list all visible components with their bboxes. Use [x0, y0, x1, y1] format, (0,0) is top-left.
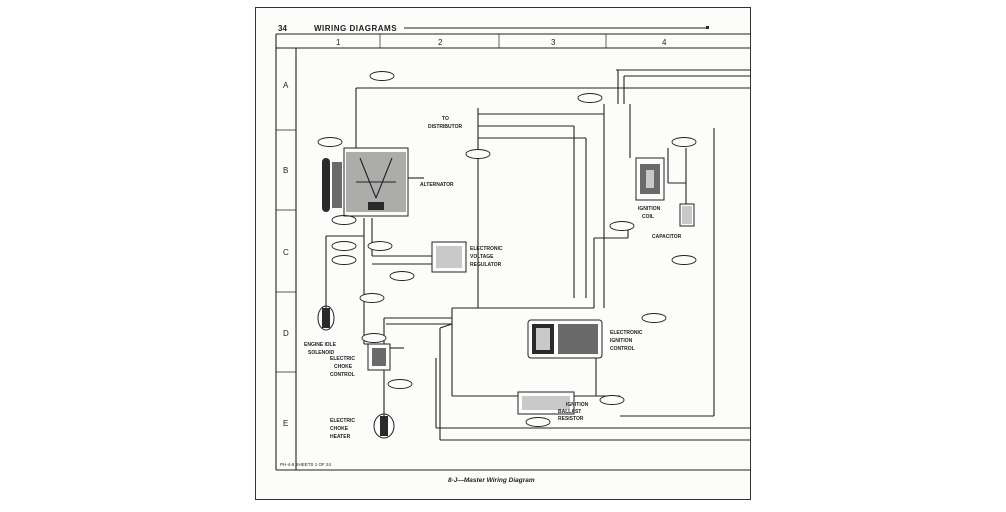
ignition-control-label-line3: CONTROL — [610, 346, 635, 352]
grid-row-b: B — [283, 166, 288, 175]
choke-control-component: ELECTRIC CHOKE CONTROL — [330, 343, 391, 378]
capacitor-label: CAPACITOR — [652, 234, 682, 240]
sheet-note: PH-4-8 SHEETS 1 OF 24 — [280, 462, 332, 467]
page-number: 34 — [278, 24, 287, 33]
grid-row-d: D — [283, 329, 289, 338]
figure-caption: 8-J—Master Wiring Diagram — [448, 477, 535, 484]
capacitor-component: CAPACITOR — [652, 203, 695, 240]
voltage-regulator-label-line3: REGULATOR — [470, 262, 502, 268]
choke-control-label-line3: CONTROL — [330, 372, 355, 378]
distributor-label-line2: DISTRIBUTOR — [428, 124, 462, 130]
grid-column-1: 1 — [336, 38, 341, 47]
ballast-resistor-label-line1: IGNITION — [566, 402, 589, 408]
grid-column-3: 3 — [551, 38, 556, 47]
alternator-label: ALTERNATOR — [420, 182, 454, 188]
choke-control-label-line1: ELECTRIC — [330, 356, 355, 362]
ballast-resistor-label-line2: BALLAST — [558, 409, 581, 415]
grid-row-e: E — [283, 419, 288, 428]
ignition-coil-label-line2: COIL — [642, 214, 654, 220]
voltage-regulator-label-line2: VOLTAGE — [470, 254, 494, 260]
wiring-diagram-page: 34 WIRING DIAGRAMS 1 2 3 4 A B C D E PH-… — [255, 7, 751, 500]
grid-column-2: 2 — [438, 38, 443, 47]
idle-solenoid-component: ENGINE IDLE SOLENOID — [304, 305, 337, 356]
ignition-control-label-line1: ELECTRONIC — [610, 330, 643, 336]
wiring-traces — [325, 69, 750, 441]
distributor-label-line1: TO — [442, 116, 449, 122]
ignition-coil-component: IGNITION COIL — [635, 157, 665, 220]
grid-column-4: 4 — [662, 38, 667, 47]
ballast-resistor-component: IGNITION BALLAST RESISTOR — [517, 391, 589, 422]
grid-row-c: C — [283, 248, 289, 257]
wiring-diagram: 34 WIRING DIAGRAMS 1 2 3 4 A B C D E PH-… — [275, 24, 750, 484]
circuit-reference-markers — [317, 71, 697, 427]
ignition-control-component: ELECTRONIC IGNITION CONTROL — [527, 319, 643, 359]
choke-heater-label-line2: CHOKE — [330, 426, 349, 432]
idle-solenoid-label-line1: ENGINE IDLE — [304, 342, 337, 348]
ballast-resistor-label-line3: RESISTOR — [558, 416, 584, 422]
diagram-title: WIRING DIAGRAMS — [314, 24, 397, 33]
choke-heater-label-line1: ELECTRIC — [330, 418, 355, 424]
choke-control-label-line2: CHOKE — [334, 364, 353, 370]
idle-solenoid-label-line2: SOLENOID — [308, 350, 335, 356]
alternator-component: ALTERNATOR — [322, 147, 454, 217]
voltage-regulator-label-line1: ELECTRONIC — [470, 246, 503, 252]
choke-heater-component: ELECTRIC CHOKE HEATER — [330, 413, 395, 440]
grid-row-a: A — [283, 81, 289, 90]
ignition-coil-label-line1: IGNITION — [638, 206, 661, 212]
choke-heater-label-line3: HEATER — [330, 434, 351, 440]
voltage-regulator-component: ELECTRONIC VOLTAGE REGULATOR — [431, 241, 503, 273]
ignition-control-label-line2: IGNITION — [610, 338, 633, 344]
